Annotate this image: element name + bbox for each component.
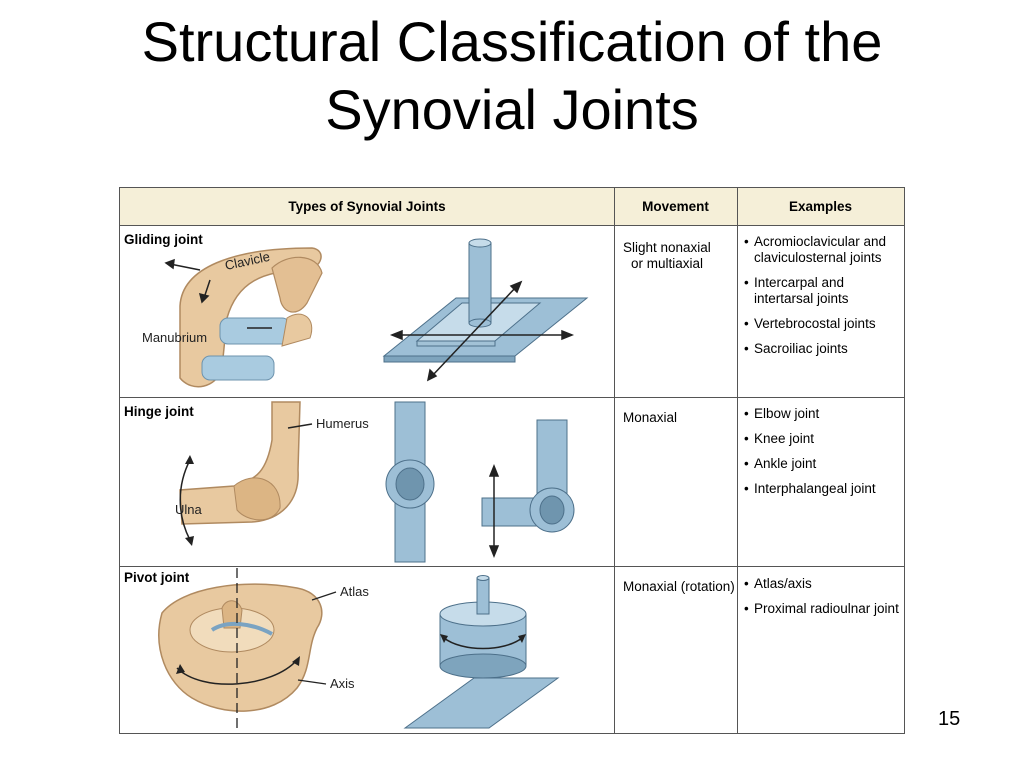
hinge-anatomy-illustration xyxy=(179,401,301,525)
example-item: Atlas/axis xyxy=(742,576,919,592)
slide-title-line-1: Structural Classification of the xyxy=(141,10,883,73)
hinge-mechanical-model-bent xyxy=(481,419,575,559)
column-divider xyxy=(737,188,738,733)
column-divider xyxy=(614,188,615,733)
pivot-joint-figure: Atlas Axis xyxy=(158,568,560,729)
row-divider xyxy=(120,397,904,398)
pivot-mechanical-model xyxy=(403,575,560,729)
header-examples: Examples xyxy=(737,188,904,226)
example-item: Ankle joint xyxy=(742,456,914,472)
pivot-anatomy-illustration xyxy=(158,583,323,712)
movement-gliding: Slight nonaxial or multiaxial xyxy=(623,240,711,271)
slide-title: Structural Classification of the Synovia… xyxy=(0,8,1024,144)
example-item: Elbow joint xyxy=(742,406,914,422)
example-item: Proximal radioulnar joint xyxy=(742,601,919,617)
header-types: Types of Synovial Joints xyxy=(120,188,614,226)
movement-pivot: Monaxial (rotation) xyxy=(623,579,735,594)
hinge-joint-figure: Humerus Ulna xyxy=(175,401,575,563)
movement-hinge: Monaxial xyxy=(623,410,678,425)
hinge-mechanical-model-straight xyxy=(385,401,435,563)
examples-pivot: Atlas/axis Proximal radioulnar joint xyxy=(742,576,919,626)
example-item: Vertebrocostal joints xyxy=(742,316,914,332)
figure-label-humerus: Humerus xyxy=(316,416,369,431)
gliding-mechanical-model xyxy=(382,238,589,382)
figure-label-axis: Axis xyxy=(330,676,355,691)
synovial-joints-table: Types of Synovial Joints Movement Exampl… xyxy=(119,187,905,734)
gliding-joint-figure: Clavicle Manubrium xyxy=(142,238,589,388)
example-item: Interphalangeal joint xyxy=(742,481,914,497)
slide-title-line-2: Synovial Joints xyxy=(325,78,699,141)
header-movement: Movement xyxy=(614,188,737,226)
example-item: Sacroiliac joints xyxy=(742,341,914,357)
row-divider xyxy=(120,566,904,567)
figure-label-manubrium: Manubrium xyxy=(142,330,207,345)
row-label-hinge: Hinge joint xyxy=(124,404,194,419)
examples-hinge: Elbow joint Knee joint Ankle joint Inter… xyxy=(742,406,914,506)
row-label-pivot: Pivot joint xyxy=(124,570,190,585)
figure-label-ulna: Ulna xyxy=(175,502,203,517)
page-number: 15 xyxy=(938,708,961,730)
row-label-gliding: Gliding joint xyxy=(124,232,203,247)
figure-label-atlas: Atlas xyxy=(340,584,369,599)
gliding-anatomy-illustration xyxy=(179,247,323,388)
example-item: Knee joint xyxy=(742,431,914,447)
